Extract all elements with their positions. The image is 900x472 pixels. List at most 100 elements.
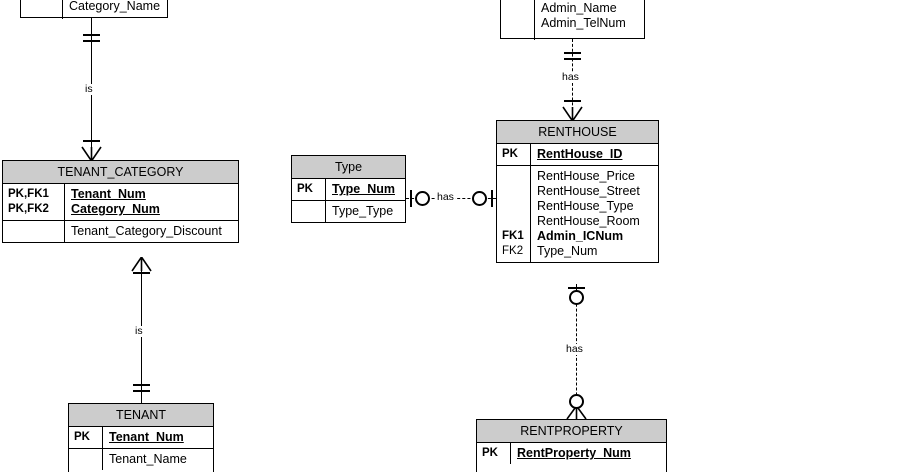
cardinality-one-tick (133, 384, 150, 386)
cardinality-one-tick (83, 40, 100, 42)
attribute-row: Tenant_Category_Discount (71, 224, 222, 238)
entity-tenant-category-primary-group: PK,FK1 PK,FK2 Tenant_Num Category_Num (3, 184, 238, 220)
crow-foot-icon (131, 257, 152, 272)
cardinality-one-tick (410, 190, 412, 207)
key-row (297, 204, 321, 219)
key-row (74, 452, 98, 467)
entity-category-key-col (21, 0, 63, 19)
cardinality-one-tick (564, 52, 581, 54)
attribute-row: Admin_TelNum (541, 16, 626, 30)
entity-rentproperty-title: RENTPROPERTY (477, 420, 666, 443)
attribute-column: Type_Type (326, 201, 405, 222)
entity-renthouse[interactable]: RENTHOUSE PK RentHouse_ID FK1 FK2 RentHo… (496, 120, 659, 263)
key-row: FK2 (502, 245, 524, 257)
key-row: PK,FK2 (8, 203, 49, 215)
key-column (292, 201, 326, 222)
key-row: PK,FK1 (8, 188, 49, 200)
crow-foot-icon (562, 106, 583, 121)
attribute-row: Admin_ICNum (537, 229, 624, 243)
entity-admin-key-col (501, 0, 535, 40)
relationship-label: has (436, 191, 455, 203)
cardinality-zero-circle (472, 191, 487, 206)
cardinality-zero-circle (415, 191, 430, 206)
entity-type-title: Type (292, 156, 405, 179)
cardinality-zero-circle (569, 394, 584, 409)
entity-rentproperty-primary-group: PK RentProperty_Num (477, 443, 666, 464)
key-row: PK (482, 447, 498, 459)
key-row: PK (74, 431, 90, 443)
attribute-row: Category_Name (69, 0, 161, 13)
cardinality-one-tick (564, 100, 581, 102)
crow-foot-icon (81, 146, 102, 161)
entity-category-attributes: Category_Name (63, 0, 167, 19)
attribute-row: Type_Num (332, 182, 395, 196)
key-column: PK,FK1 PK,FK2 (3, 184, 65, 220)
entity-type-other-group: Type_Type (292, 200, 405, 222)
entity-type-primary-group: PK Type_Num (292, 179, 405, 200)
entity-rentproperty[interactable]: RENTPROPERTY PK RentProperty_Num (476, 419, 667, 472)
attribute-column: RentHouse_Price RentHouse_Street RentHou… (531, 166, 658, 262)
attribute-row: Type_Type (332, 204, 394, 218)
key-row (502, 184, 526, 199)
entity-tenant-category-other-group: Tenant_Category_Discount (3, 220, 238, 242)
entity-tenant-title: TENANT (69, 404, 213, 427)
key-column (69, 449, 103, 470)
attribute-row: RentHouse_ID (537, 147, 623, 161)
entity-renthouse-title: RENTHOUSE (497, 121, 658, 144)
key-column: PK (477, 443, 511, 464)
key-row (502, 169, 526, 184)
attribute-row: RentHouse_Type (537, 199, 634, 213)
cardinality-one-tick (133, 272, 150, 274)
attribute-column: Type_Num (326, 179, 405, 200)
entity-admin[interactable]: Admin_Name Admin_TelNum (500, 0, 645, 40)
cardinality-one-tick (568, 287, 585, 289)
attribute-column: RentHouse_ID (531, 144, 658, 165)
attribute-column: Tenant_Num (103, 427, 213, 448)
attribute-row: Type_Num (537, 244, 598, 258)
key-row (8, 224, 60, 239)
attribute-row: RentHouse_Street (537, 184, 640, 198)
attribute-row: Admin_Name (541, 1, 617, 15)
entity-tenant[interactable]: TENANT PK Tenant_Num Tenant_Name (68, 403, 214, 472)
attribute-row: Tenant_Num (109, 430, 184, 444)
attribute-row: RentHouse_Room (537, 214, 640, 228)
cardinality-one-tick (564, 58, 581, 60)
key-row: PK (502, 148, 518, 160)
attribute-row: RentHouse_Price (537, 169, 635, 183)
key-row (502, 214, 526, 229)
cardinality-one-tick (83, 34, 100, 36)
entity-renthouse-other-group: FK1 FK2 RentHouse_Price RentHouse_Street… (497, 165, 658, 262)
key-row (502, 199, 526, 214)
cardinality-one-tick (491, 190, 493, 207)
relationship-label: is (134, 325, 144, 337)
cardinality-one-tick (133, 390, 150, 392)
attribute-row: Category_Num (71, 202, 160, 216)
attribute-row: Tenant_Num (71, 187, 146, 201)
entity-tenant-category[interactable]: TENANT_CATEGORY PK,FK1 PK,FK2 Tenant_Num… (2, 160, 239, 243)
entity-renthouse-primary-group: PK RentHouse_ID (497, 144, 658, 165)
entity-tenant-category-title: TENANT_CATEGORY (3, 161, 238, 184)
relationship-label: is (84, 83, 94, 95)
relationship-label: has (565, 343, 584, 355)
attribute-row: RentProperty_Num (517, 446, 631, 460)
key-column: PK (292, 179, 326, 200)
attribute-row: Tenant_Name (109, 452, 187, 466)
cardinality-one-tick (83, 140, 100, 142)
attribute-column: Tenant_Name (103, 449, 213, 470)
cardinality-zero-circle (569, 290, 584, 305)
entity-tenant-primary-group: PK Tenant_Num (69, 427, 213, 448)
relationship-label: has (561, 71, 580, 83)
key-column: FK1 FK2 (497, 166, 531, 262)
key-column: PK (497, 144, 531, 165)
key-column (3, 221, 65, 242)
entity-admin-attributes: Admin_Name Admin_TelNum (535, 0, 644, 40)
entity-tenant-other-group: Tenant_Name (69, 448, 213, 470)
attribute-column: Tenant_Num Category_Num (65, 184, 238, 220)
entity-category[interactable]: Category_Name (20, 0, 168, 19)
key-column: PK (69, 427, 103, 448)
attribute-column: RentProperty_Num (511, 443, 666, 464)
key-row: FK1 (502, 230, 524, 242)
entity-type[interactable]: Type PK Type_Num Type_Type (291, 155, 406, 223)
attribute-column: Tenant_Category_Discount (65, 221, 238, 242)
